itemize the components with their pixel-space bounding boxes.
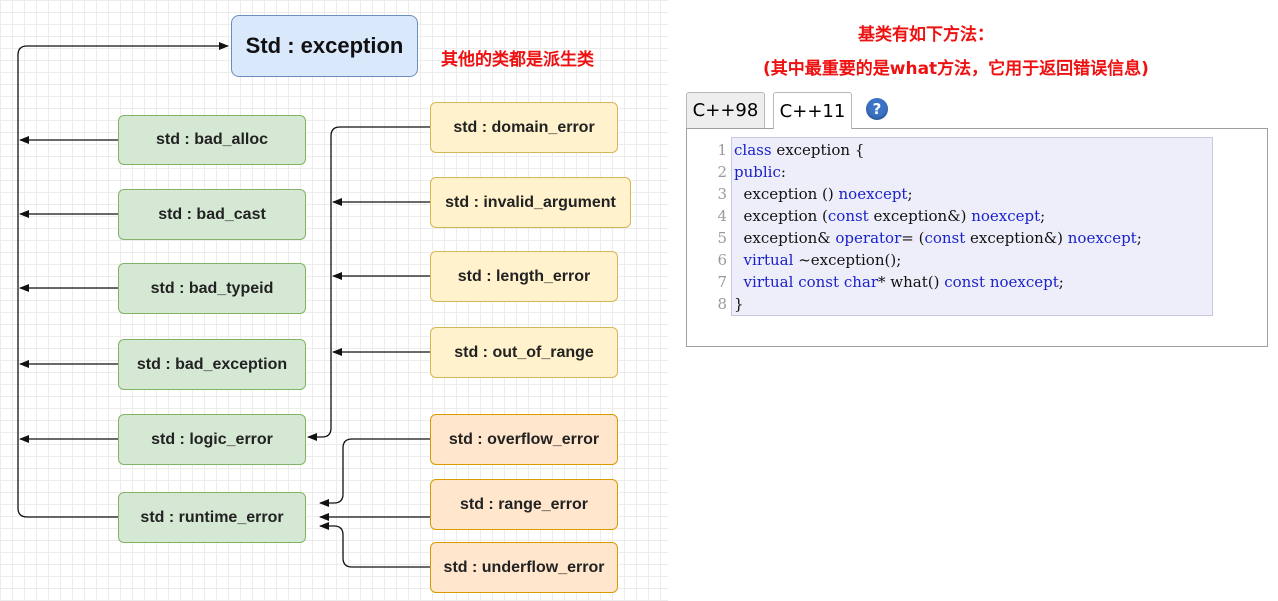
line-number: 5 [717, 229, 727, 247]
code-line: exception& operator= (const exception&) … [734, 227, 1142, 249]
edge-domain-error [307, 126, 430, 441]
code-keyword: const [924, 229, 966, 247]
code-lines: class exception {public: exception () no… [734, 139, 1142, 315]
code-line: exception (const exception&) noexcept; [734, 205, 1142, 227]
code-text: exception ( [734, 207, 828, 225]
code-keyword: const [827, 207, 869, 225]
help-icon[interactable]: ? [866, 98, 888, 120]
code-text: : [780, 163, 786, 181]
code-keyword: virtual [743, 251, 794, 269]
node-range-error: std : range_error [430, 479, 618, 530]
code-text [734, 273, 744, 291]
node-bad-cast: std : bad_cast [118, 189, 306, 240]
line-number: 6 [717, 251, 727, 269]
node-overflow-error: std : overflow_error [430, 414, 618, 465]
node-std-exception: Std : exception [231, 15, 418, 77]
code-text: } [734, 295, 744, 313]
code-text [734, 251, 744, 269]
code-keyword: virtual [743, 273, 794, 291]
node-bad-alloc: std : bad_alloc [118, 115, 306, 165]
node-runtime-error: std : runtime_error [118, 492, 306, 543]
code-text: ; [1058, 273, 1064, 291]
line-number: 2 [717, 163, 727, 181]
code-keyword: const [798, 273, 840, 291]
code-text: ~exception(); [793, 251, 902, 269]
line-number: 8 [717, 295, 727, 313]
line-numbers: 1 2 3 4 5 6 7 8 [700, 139, 727, 315]
code-line: exception () noexcept; [734, 183, 1142, 205]
node-length-error: std : length_error [430, 251, 618, 302]
line-number: 4 [717, 207, 727, 225]
code-text: * what() [878, 273, 945, 291]
tab-cpp98[interactable]: C++98 [686, 92, 765, 128]
node-bad-typeid: std : bad_typeid [118, 263, 306, 314]
node-invalid-argument: std : invalid_argument [430, 177, 631, 228]
tab-cpp11[interactable]: C++11 [773, 92, 852, 129]
code-line: } [734, 293, 1142, 315]
code-keyword: noexcept [1067, 229, 1137, 247]
code-keyword: noexcept [989, 273, 1059, 291]
code-text: exception () [734, 185, 839, 203]
code-text: exception&) [868, 207, 972, 225]
edge-overflow-error [319, 438, 430, 507]
node-domain-error: std : domain_error [430, 102, 618, 153]
code-block [731, 137, 1213, 316]
code-keyword: class [734, 141, 772, 159]
code-line: class exception { [734, 139, 1142, 161]
code-text: = ( [901, 229, 925, 247]
code-keyword: noexcept [971, 207, 1041, 225]
connector-lines [17, 42, 430, 568]
code-text: exception& [734, 229, 836, 247]
code-line: virtual ~exception(); [734, 249, 1142, 271]
line-number: 7 [717, 273, 727, 291]
code-line: virtual const char* what() const noexcep… [734, 271, 1142, 293]
code-line: public: [734, 161, 1142, 183]
line-number: 3 [717, 185, 727, 203]
code-keyword: char [843, 273, 878, 291]
node-logic-error: std : logic_error [118, 414, 306, 465]
code-keyword: operator [835, 229, 902, 247]
code-text: ; [1136, 229, 1142, 247]
node-bad-exception: std : bad_exception [118, 339, 306, 390]
node-underflow-error: std : underflow_error [430, 542, 618, 593]
code-keyword: const [944, 273, 986, 291]
code-text: ; [1040, 207, 1046, 225]
what-method-note: (其中最重要的是what方法，它用于返回错误信息) [763, 59, 1149, 79]
node-out-of-range: std : out_of_range [430, 327, 618, 378]
code-keyword: public [734, 163, 781, 181]
code-text: ; [907, 185, 913, 203]
code-text: exception&) [965, 229, 1068, 247]
exception-hierarchy-diagram: 基类 Std : exception 其他的类都是派生类 std : bad_a… [0, 0, 668, 601]
code-keyword: noexcept [838, 185, 908, 203]
line-number: 1 [717, 141, 727, 159]
trunk-to-base [17, 42, 229, 518]
code-text: exception { [771, 141, 865, 159]
methods-heading: 基类有如下方法： [858, 25, 994, 45]
derived-classes-note: 其他的类都是派生类 [441, 50, 594, 70]
edge-underflow-error [319, 522, 430, 568]
